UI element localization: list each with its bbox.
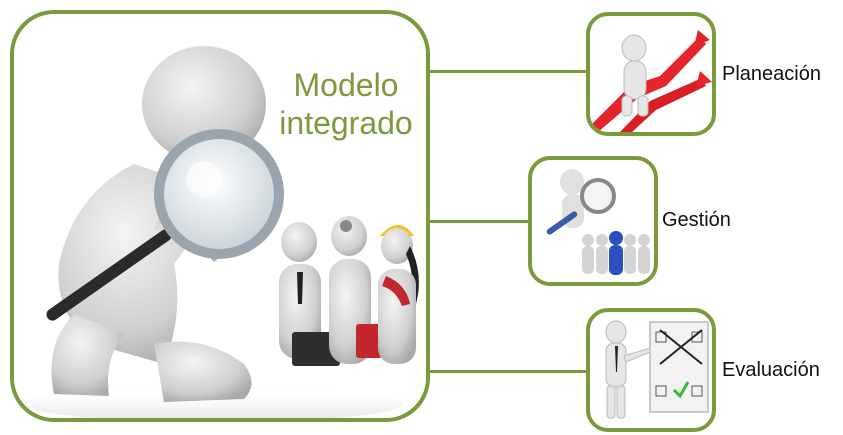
main-model-box: Modelo integrado <box>10 10 430 422</box>
node-evaluacion-image <box>586 308 716 432</box>
diagram-title: Modelo integrado <box>279 67 413 141</box>
red-arrows-figure-icon <box>590 30 712 132</box>
connector-evaluacion <box>430 370 588 373</box>
connector-planeacion <box>430 70 588 73</box>
presentation-board-icon <box>605 320 709 419</box>
node-gestion-image <box>528 156 658 286</box>
node-label-evaluacion: Evaluación <box>722 359 820 381</box>
node-planeacion-image <box>586 12 716 136</box>
magnifier-team-icon <box>546 169 650 275</box>
inspector-with-magnifier-icon <box>24 46 419 418</box>
connector-gestion <box>430 220 532 223</box>
node-label-planeacion: Planeación <box>722 63 821 85</box>
node-label-gestion: Gestión <box>662 209 731 231</box>
